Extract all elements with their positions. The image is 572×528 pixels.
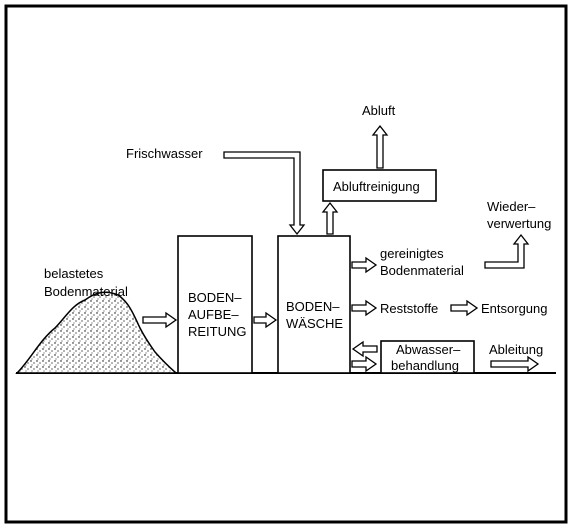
arrow-to-recycling	[484, 233, 530, 269]
box1-line1: BODEN–	[188, 290, 242, 305]
recycling-line1: Wieder–	[487, 199, 536, 214]
arrow-to-cleaned-soil	[351, 256, 378, 274]
cleaned-soil-line2: Bodenmaterial	[380, 263, 464, 278]
box1-line2: AUFBE–	[188, 307, 239, 322]
arrow-to-exhaust-air	[371, 124, 389, 169]
exhaust-air-label: Abluft	[362, 103, 396, 118]
pile-label-line1: belastetes	[44, 266, 104, 281]
arrow-to-residues	[351, 299, 378, 317]
arrow-washing-to-air-cleaning	[321, 201, 339, 235]
residues-label: Reststoffe	[380, 301, 438, 316]
disposal-label: Entsorgung	[481, 301, 548, 316]
contaminated-soil-pile	[15, 291, 178, 374]
box2-line1: BODEN–	[286, 299, 340, 314]
cleaned-soil-line1: gereinigtes	[380, 246, 444, 261]
arrow-residues-to-disposal	[450, 299, 479, 317]
arrow-pile-to-preparation	[142, 311, 178, 329]
discharge-label: Ableitung	[489, 342, 543, 357]
exhaust-air-cleaning-label: Abluftreinigung	[333, 179, 420, 194]
fresh-water-label: Frischwasser	[126, 146, 203, 161]
wastewater-line2: behandlung	[391, 358, 459, 373]
arrow-fresh-water	[223, 151, 306, 236]
box1-line3: REITUNG	[188, 324, 247, 339]
pile-label-line2: Bodenmaterial	[44, 284, 128, 299]
arrow-washing-to-wastewater	[351, 355, 378, 373]
wastewater-line1: Abwasser–	[396, 342, 461, 357]
box-soil-preparation	[177, 235, 253, 374]
box-soil-washing	[277, 235, 351, 374]
outer-frame	[4, 4, 568, 524]
box-wastewater-treatment	[380, 340, 475, 374]
box-exhaust-air-cleaning	[322, 169, 437, 202]
arrow-discharge	[490, 355, 540, 373]
arrow-wastewater-return	[351, 340, 378, 358]
box2-line2: WÄSCHE	[286, 316, 343, 331]
arrow-preparation-to-washing	[253, 311, 278, 329]
recycling-line2: verwertung	[487, 216, 551, 231]
